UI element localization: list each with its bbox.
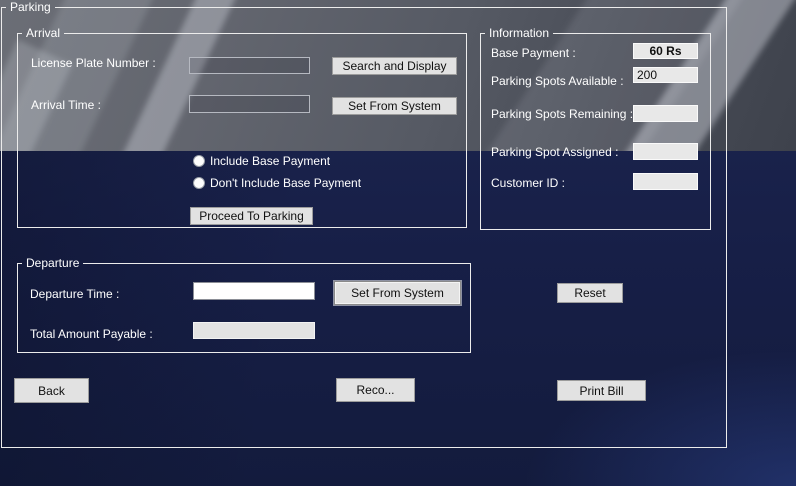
- spot-assigned-value[interactable]: [633, 143, 698, 160]
- radio-circle-icon[interactable]: [193, 177, 205, 189]
- total-amount-payable-value[interactable]: [193, 322, 315, 339]
- search-and-display-button[interactable]: Search and Display: [332, 57, 457, 75]
- radio-circle-icon[interactable]: [193, 155, 205, 167]
- groupbox-parking: Parking: [1, 0, 727, 448]
- groupbox-arrival: Arrival: [17, 26, 467, 228]
- groupbox-arrival-title: Arrival: [26, 26, 61, 40]
- departure-time-label: Departure Time :: [30, 287, 120, 301]
- radio-dont-include-label[interactable]: Don't Include Base Payment: [210, 176, 362, 190]
- groupbox-departure-title: Departure: [26, 256, 80, 270]
- groupbox-information-title: Information: [489, 26, 550, 40]
- customer-id-value[interactable]: [633, 173, 698, 190]
- arrival-time-label: Arrival Time :: [31, 98, 102, 112]
- arrival-time-input[interactable]: [189, 95, 310, 113]
- license-plate-label: License Plate Number :: [31, 56, 156, 70]
- radio-include-label[interactable]: Include Base Payment: [210, 154, 331, 168]
- groupbox-parking-title: Parking: [10, 0, 51, 14]
- spots-available-label: Parking Spots Available :: [491, 74, 624, 88]
- base-payment-value: 60 Rs: [633, 43, 698, 59]
- customer-id-label: Customer ID :: [491, 176, 566, 190]
- back-button[interactable]: Back: [14, 378, 89, 403]
- groupbox-departure: Departure: [17, 256, 471, 353]
- reco-button[interactable]: Reco...: [336, 378, 415, 402]
- departure-time-input[interactable]: [193, 282, 315, 300]
- spots-remaining-value[interactable]: [633, 105, 698, 122]
- reset-button[interactable]: Reset: [557, 283, 623, 303]
- total-amount-payable-label: Total Amount Payable :: [30, 327, 153, 341]
- license-plate-input[interactable]: [189, 57, 310, 74]
- departure-set-from-system-button[interactable]: Set From System: [334, 281, 461, 305]
- print-bill-button[interactable]: Print Bill: [557, 380, 646, 401]
- groupbox-information: Information: [480, 26, 711, 230]
- proceed-to-parking-button[interactable]: Proceed To Parking: [190, 207, 313, 225]
- spots-available-value: 200: [633, 67, 698, 83]
- spot-assigned-label: Parking Spot Assigned :: [491, 145, 619, 159]
- base-payment-label: Base Payment :: [491, 46, 576, 60]
- spots-remaining-label: Parking Spots Remaining :: [491, 107, 634, 121]
- arrival-set-from-system-button[interactable]: Set From System: [332, 97, 457, 115]
